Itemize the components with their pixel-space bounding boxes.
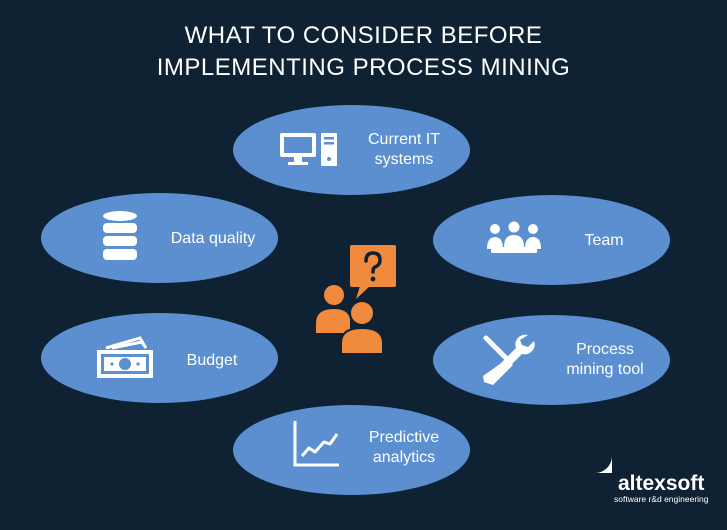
title-line-1: WHAT TO CONSIDER BEFORE <box>184 22 543 49</box>
chart-icon <box>292 420 340 468</box>
ellipse-predictive-analytics <box>233 405 470 495</box>
ellipse-team <box>433 195 670 285</box>
altexsoft-logo-icon <box>577 438 613 474</box>
database-icon <box>101 210 139 262</box>
ellipse-budget <box>41 313 278 403</box>
people-question-icon <box>314 243 404 355</box>
brand-name: altexsoft <box>618 472 705 495</box>
ellipse-current-it-systems <box>233 105 470 195</box>
tools-icon <box>480 332 536 388</box>
brand-tagline: software r&d engineering <box>614 494 709 504</box>
team-icon <box>487 221 541 255</box>
computer-icon <box>278 132 340 168</box>
label-process-mining-tool-line-2: mining tool <box>566 361 644 378</box>
money-icon <box>96 336 154 380</box>
label-data-quality: Data quality <box>170 230 256 247</box>
label-current-it-line-2: systems <box>374 151 434 168</box>
label-process-mining-tool-line-1: Process <box>576 341 634 358</box>
ellipse-process-mining-tool <box>433 315 670 405</box>
ellipse-data-quality <box>41 193 278 283</box>
label-predictive-analytics-line-1: Predictive <box>368 429 440 446</box>
label-current-it-systems: Current IT systems <box>352 130 456 170</box>
label-budget: Budget <box>186 352 238 369</box>
label-predictive-analytics-line-2: analytics <box>372 449 436 466</box>
label-team: Team <box>584 232 624 249</box>
label-current-it-line-1: Current IT <box>367 131 440 148</box>
label-process-mining-tool: Process mining tool <box>553 340 657 380</box>
label-predictive-analytics: Predictive analytics <box>352 428 456 468</box>
title-line-2: IMPLEMENTING PROCESS MINING <box>156 54 571 81</box>
